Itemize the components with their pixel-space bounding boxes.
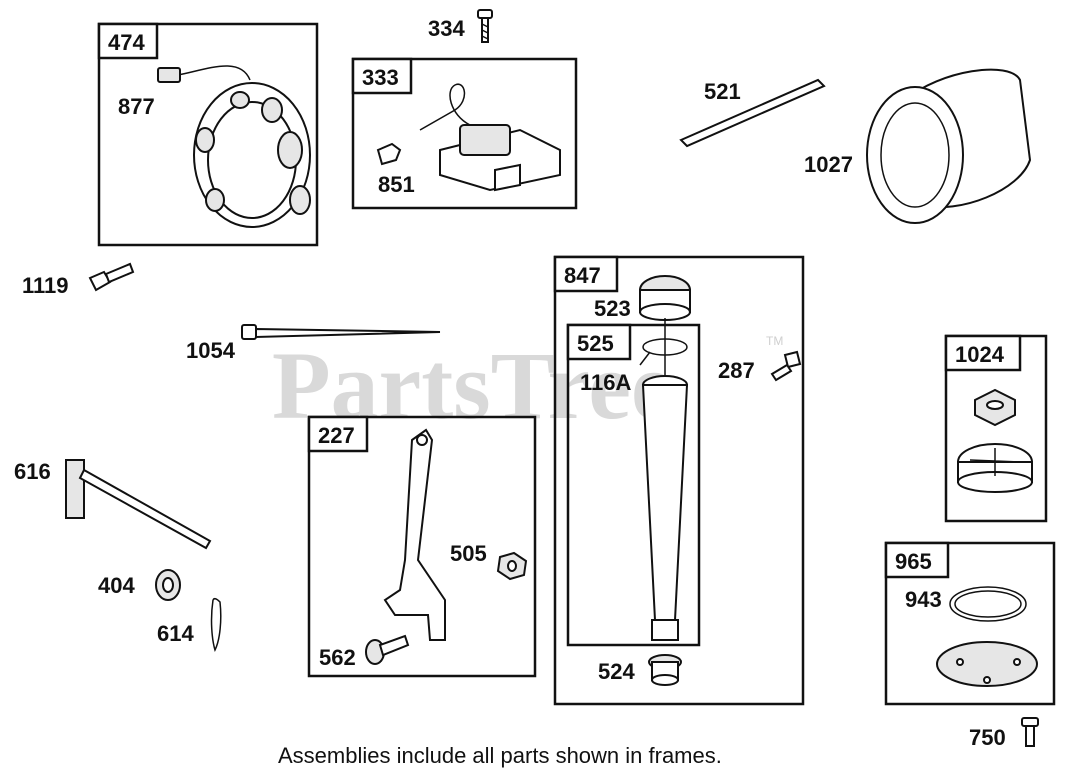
- frame-333-tag: 333: [362, 65, 399, 90]
- frame-847[interactable]: 847: [553, 255, 805, 706]
- frame-965[interactable]: 965: [884, 541, 1056, 706]
- frame-847-tag: 847: [564, 263, 601, 288]
- footer-note: Assemblies include all parts shown in fr…: [278, 743, 722, 768]
- label-614: 614: [157, 621, 194, 646]
- label-334: 334: [428, 16, 465, 41]
- label-505: 505: [450, 541, 487, 566]
- frame-474-tag: 474: [108, 30, 145, 55]
- grommet-524-part[interactable]: [648, 654, 682, 686]
- label-943: 943: [905, 587, 942, 612]
- bolt-1119-part[interactable]: [88, 262, 135, 292]
- washer-404-part[interactable]: [155, 569, 181, 601]
- hairpin-614-part[interactable]: [210, 597, 222, 653]
- dipstick-tube-part[interactable]: [641, 375, 689, 641]
- screw-287-part[interactable]: [770, 350, 802, 382]
- label-116A: 116A: [580, 370, 631, 395]
- frame-525-tag: 525: [577, 331, 614, 356]
- screw-750-part[interactable]: [1021, 717, 1039, 747]
- frame-965-tag: 965: [895, 549, 932, 574]
- label-851: 851: [378, 172, 415, 197]
- cover-plate-part[interactable]: [936, 641, 1038, 687]
- frame-1024-tag: 1024: [955, 342, 1005, 367]
- oil-pump-rotor-part[interactable]: [957, 388, 1033, 493]
- label-562: 562: [319, 645, 356, 670]
- frame-227[interactable]: 227: [307, 415, 537, 678]
- label-524: 524: [598, 659, 635, 684]
- tube-521-part[interactable]: [679, 78, 826, 148]
- frame-333[interactable]: 333: [351, 57, 578, 210]
- label-750: 750: [969, 725, 1006, 750]
- label-521: 521: [704, 79, 741, 104]
- frame-474[interactable]: 474: [97, 22, 319, 247]
- label-616: 616: [14, 459, 51, 484]
- o-ring-116A-part[interactable]: [639, 338, 688, 366]
- oil-filter-1027-part[interactable]: [866, 68, 1032, 224]
- label-1054: 1054: [186, 338, 236, 363]
- frame-525[interactable]: 525: [566, 323, 701, 647]
- shaft-616-part[interactable]: [65, 459, 212, 550]
- dipstick-cap-523-part[interactable]: [639, 275, 691, 390]
- label-877: 877: [118, 94, 155, 119]
- label-523: 523: [594, 296, 631, 321]
- alternator-part[interactable]: [157, 65, 311, 228]
- label-1027: 1027: [804, 152, 853, 177]
- label-1119: 1119: [22, 273, 69, 298]
- watermark-trademark: TM: [766, 334, 783, 348]
- label-404: 404: [98, 573, 135, 598]
- cable-tie-1054-part[interactable]: [241, 324, 441, 340]
- gasket-943-part[interactable]: [949, 586, 1027, 622]
- bolt-562-part[interactable]: [365, 634, 410, 665]
- ignition-coil-part[interactable]: [376, 83, 561, 192]
- screw-334-part[interactable]: [477, 9, 493, 43]
- nut-505-part[interactable]: [496, 551, 528, 581]
- label-287: 287: [718, 358, 755, 383]
- frame-227-tag: 227: [318, 423, 355, 448]
- governor-lever-part[interactable]: [383, 428, 446, 641]
- frame-1024[interactable]: 1024: [944, 334, 1048, 523]
